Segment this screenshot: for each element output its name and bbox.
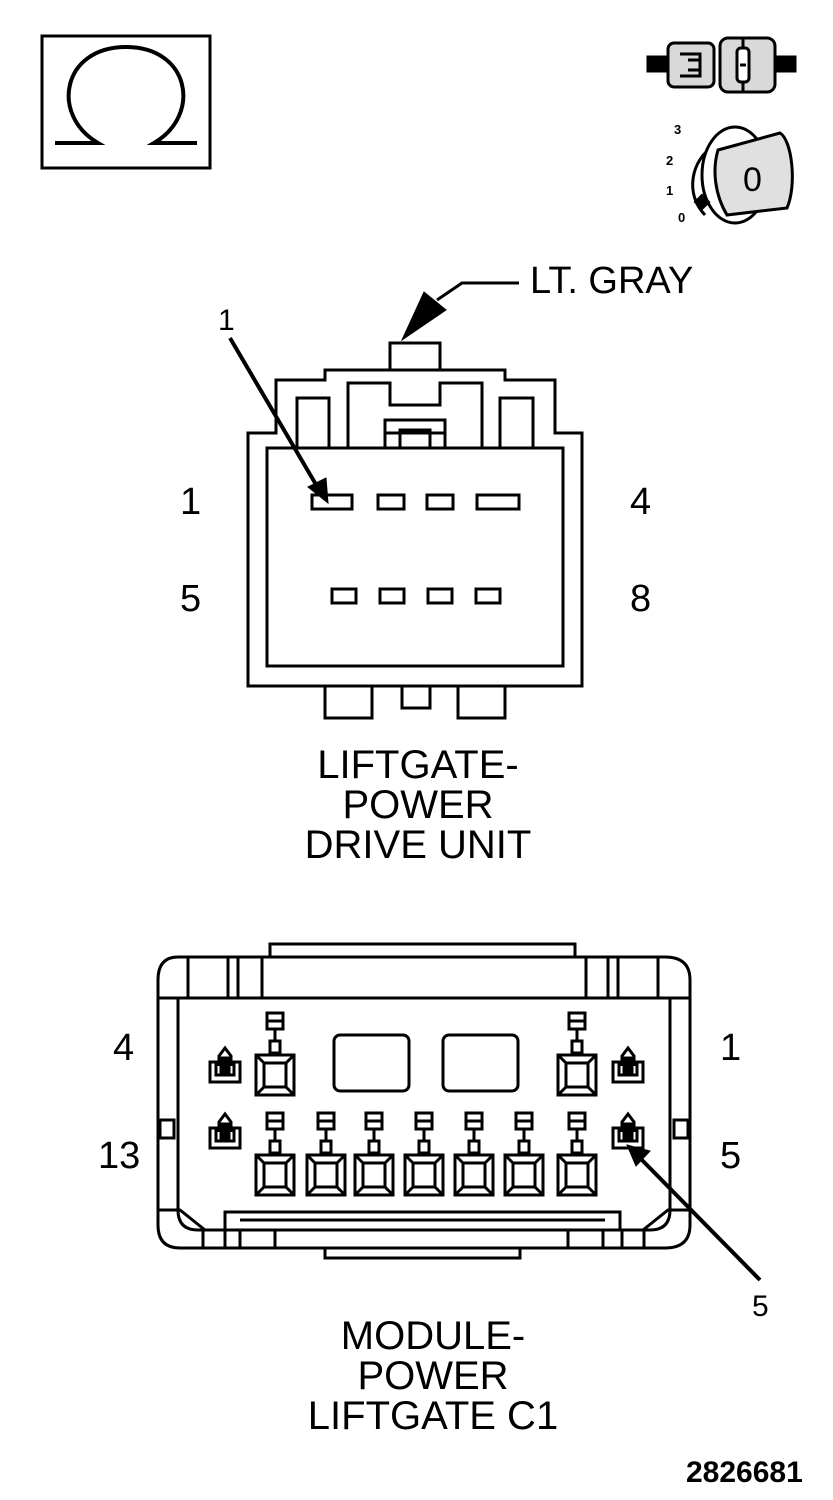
drive-unit-title: LIFTGATE- POWER DRIVE UNIT <box>268 745 568 865</box>
drive-unit-title-line-1: LIFTGATE- <box>317 743 519 787</box>
module-terminal-hook-top-left <box>208 1045 242 1084</box>
drive-unit-pin-label-4: 4 <box>630 481 652 523</box>
ignition-key-label: 0 <box>743 161 762 199</box>
module-terminal-bottom-4 <box>403 1111 445 1197</box>
module-pin-label-5: 5 <box>720 1135 742 1177</box>
module-terminal-hook-bottom-right <box>611 1111 645 1150</box>
module-terminals <box>208 1011 645 1197</box>
terminal-2 <box>376 493 406 511</box>
ignition-position-2: 2 <box>666 153 674 168</box>
terminal-6 <box>378 587 406 605</box>
module-callout-pin: 5 <box>752 1290 769 1323</box>
module-terminal-top-left <box>254 1011 296 1097</box>
ignition-position-0: 0 <box>678 210 686 225</box>
module-terminal-bottom-2 <box>305 1111 347 1197</box>
module-connector <box>156 942 692 1260</box>
drive-unit-terminals <box>310 493 521 605</box>
ignition-position-3: 3 <box>674 122 682 137</box>
module-callouts <box>626 1144 762 1282</box>
drive-unit-connector <box>246 341 584 720</box>
module-terminal-hook-bottom-left <box>208 1111 242 1150</box>
drive-unit-callouts <box>228 281 519 505</box>
module-pin-label-4: 4 <box>113 1027 135 1069</box>
module-terminal-bottom-1 <box>254 1111 296 1197</box>
drive-unit-title-line-3: DRIVE UNIT <box>304 823 532 867</box>
drive-unit-pin-label-8: 8 <box>630 578 652 620</box>
module-title: MODULE- POWER LIFTGATE C1 <box>283 1316 583 1436</box>
ignition-key-off-icon <box>691 125 794 225</box>
module-terminal-hook-top-right <box>611 1045 645 1084</box>
module-title-line-2: POWER <box>357 1354 509 1398</box>
terminal-4 <box>475 493 521 511</box>
terminal-7 <box>426 587 454 605</box>
module-terminal-bottom-6 <box>503 1111 545 1197</box>
figure-id: 2826681 <box>686 1456 803 1489</box>
module-title-line-1: MODULE- <box>340 1314 526 1358</box>
module-terminal-bottom-3 <box>353 1111 395 1197</box>
drive-unit-pin-label-5: 5 <box>180 578 202 620</box>
ignition-position-1: 1 <box>666 183 674 198</box>
connector-disconnected-icon <box>646 36 797 94</box>
module-terminal-bottom-7 <box>556 1111 598 1197</box>
drive-unit-pin-label-1: 1 <box>180 481 202 523</box>
terminal-8 <box>474 587 502 605</box>
terminal-3 <box>425 493 455 511</box>
drive-unit-callout-pin: 1 <box>218 304 235 337</box>
terminal-1 <box>310 493 354 511</box>
ohm-symbol-icon <box>40 34 212 170</box>
drive-unit-title-line-2: POWER <box>342 783 494 827</box>
module-terminal-bottom-5 <box>453 1111 495 1197</box>
drive-unit-color-callout: LT. GRAY <box>530 260 694 302</box>
terminal-5 <box>330 587 358 605</box>
module-pin-label-1: 1 <box>720 1027 742 1069</box>
module-pin-label-13: 13 <box>98 1135 141 1177</box>
module-terminal-top-right <box>556 1011 598 1097</box>
module-title-line-3: LIFTGATE C1 <box>307 1394 559 1438</box>
